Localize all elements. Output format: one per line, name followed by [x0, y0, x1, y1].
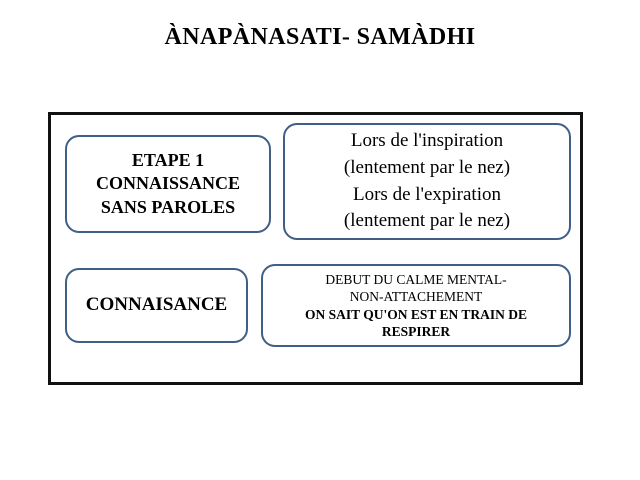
node-connaisance-label: CONNAISANCE	[67, 294, 246, 317]
node-etape-1-line-1: ETAPE 1	[131, 149, 205, 170]
node-calme-mental-line-3: ON SAIT QU'ON EST EN TRAIN DE	[304, 306, 528, 322]
node-calme-mental-line-4: RESPIRER	[381, 323, 451, 339]
node-etape-1-line-3: SANS PAROLES	[100, 196, 236, 217]
node-inspiration-line-4: (lentement par le nez)	[343, 210, 511, 232]
node-inspiration-line-2: (lentement par le nez)	[343, 156, 511, 178]
page-title: ÀNAPÀNASATI- SAMÀDHI	[164, 24, 476, 50]
node-calme-mental-line-2: NON-ATTACHEMENT	[349, 289, 483, 305]
node-connaisance[interactable]: CONNAISANCE	[65, 268, 248, 343]
node-inspiration[interactable]: Lors de l'inspiration (lentement par le …	[283, 123, 571, 240]
node-etape-1-line-2: CONNAISSANCE	[95, 173, 241, 194]
node-calme-mental-line-1: DEBUT DU CALME MENTAL-	[325, 271, 507, 287]
node-inspiration-line-1: Lors de l'inspiration	[350, 130, 504, 152]
node-calme-mental[interactable]: DEBUT DU CALME MENTAL- NON-ATTACHEMENT O…	[261, 264, 571, 347]
node-etape-1-label: ETAPE 1 CONNAISSANCE SANS PAROLES	[67, 149, 269, 219]
diagram-frame: ETAPE 1 CONNAISSANCE SANS PAROLES Lors d…	[48, 112, 583, 385]
node-inspiration-label: Lors de l'inspiration (lentement par le …	[285, 128, 569, 234]
node-etape-1[interactable]: ETAPE 1 CONNAISSANCE SANS PAROLES	[65, 135, 271, 233]
node-calme-mental-label: DEBUT DU CALME MENTAL- NON-ATTACHEMENT O…	[263, 271, 569, 340]
node-connaisance-line-1: CONNAISANCE	[85, 294, 228, 316]
node-inspiration-line-3: Lors de l'expiration	[353, 183, 501, 205]
